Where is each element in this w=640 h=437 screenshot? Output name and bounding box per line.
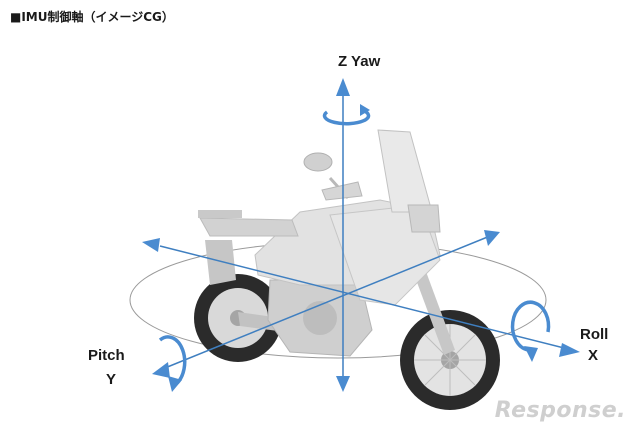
roll-label: Roll xyxy=(580,326,609,343)
y-axis-arrowhead-left xyxy=(152,362,170,378)
x-axis-line xyxy=(159,245,573,351)
x-axis-label: X xyxy=(588,347,599,364)
y-axis-line xyxy=(159,235,491,371)
roll-rotation-arrow-icon xyxy=(510,300,551,352)
response-watermark-logo: Response. xyxy=(494,398,626,423)
motorcycle-image xyxy=(194,129,500,410)
pitch-label: Pitch xyxy=(88,347,125,364)
figure-caption: ■IMU制御軸（イメージCG） xyxy=(10,10,174,24)
x-axis-arrowhead-front xyxy=(559,343,580,357)
pitch-rotation-arrow-icon xyxy=(158,335,187,386)
y-axis-arrowhead-right xyxy=(484,230,500,246)
yaw-rotation-arrow-icon xyxy=(322,108,371,126)
z-axis-arrowhead-up xyxy=(336,78,350,96)
z-yaw-label: Z Yaw xyxy=(338,53,381,70)
z-axis-arrowhead-down xyxy=(336,376,350,392)
y-axis-label: Y xyxy=(106,371,117,388)
x-axis-arrowhead-rear xyxy=(142,238,160,252)
